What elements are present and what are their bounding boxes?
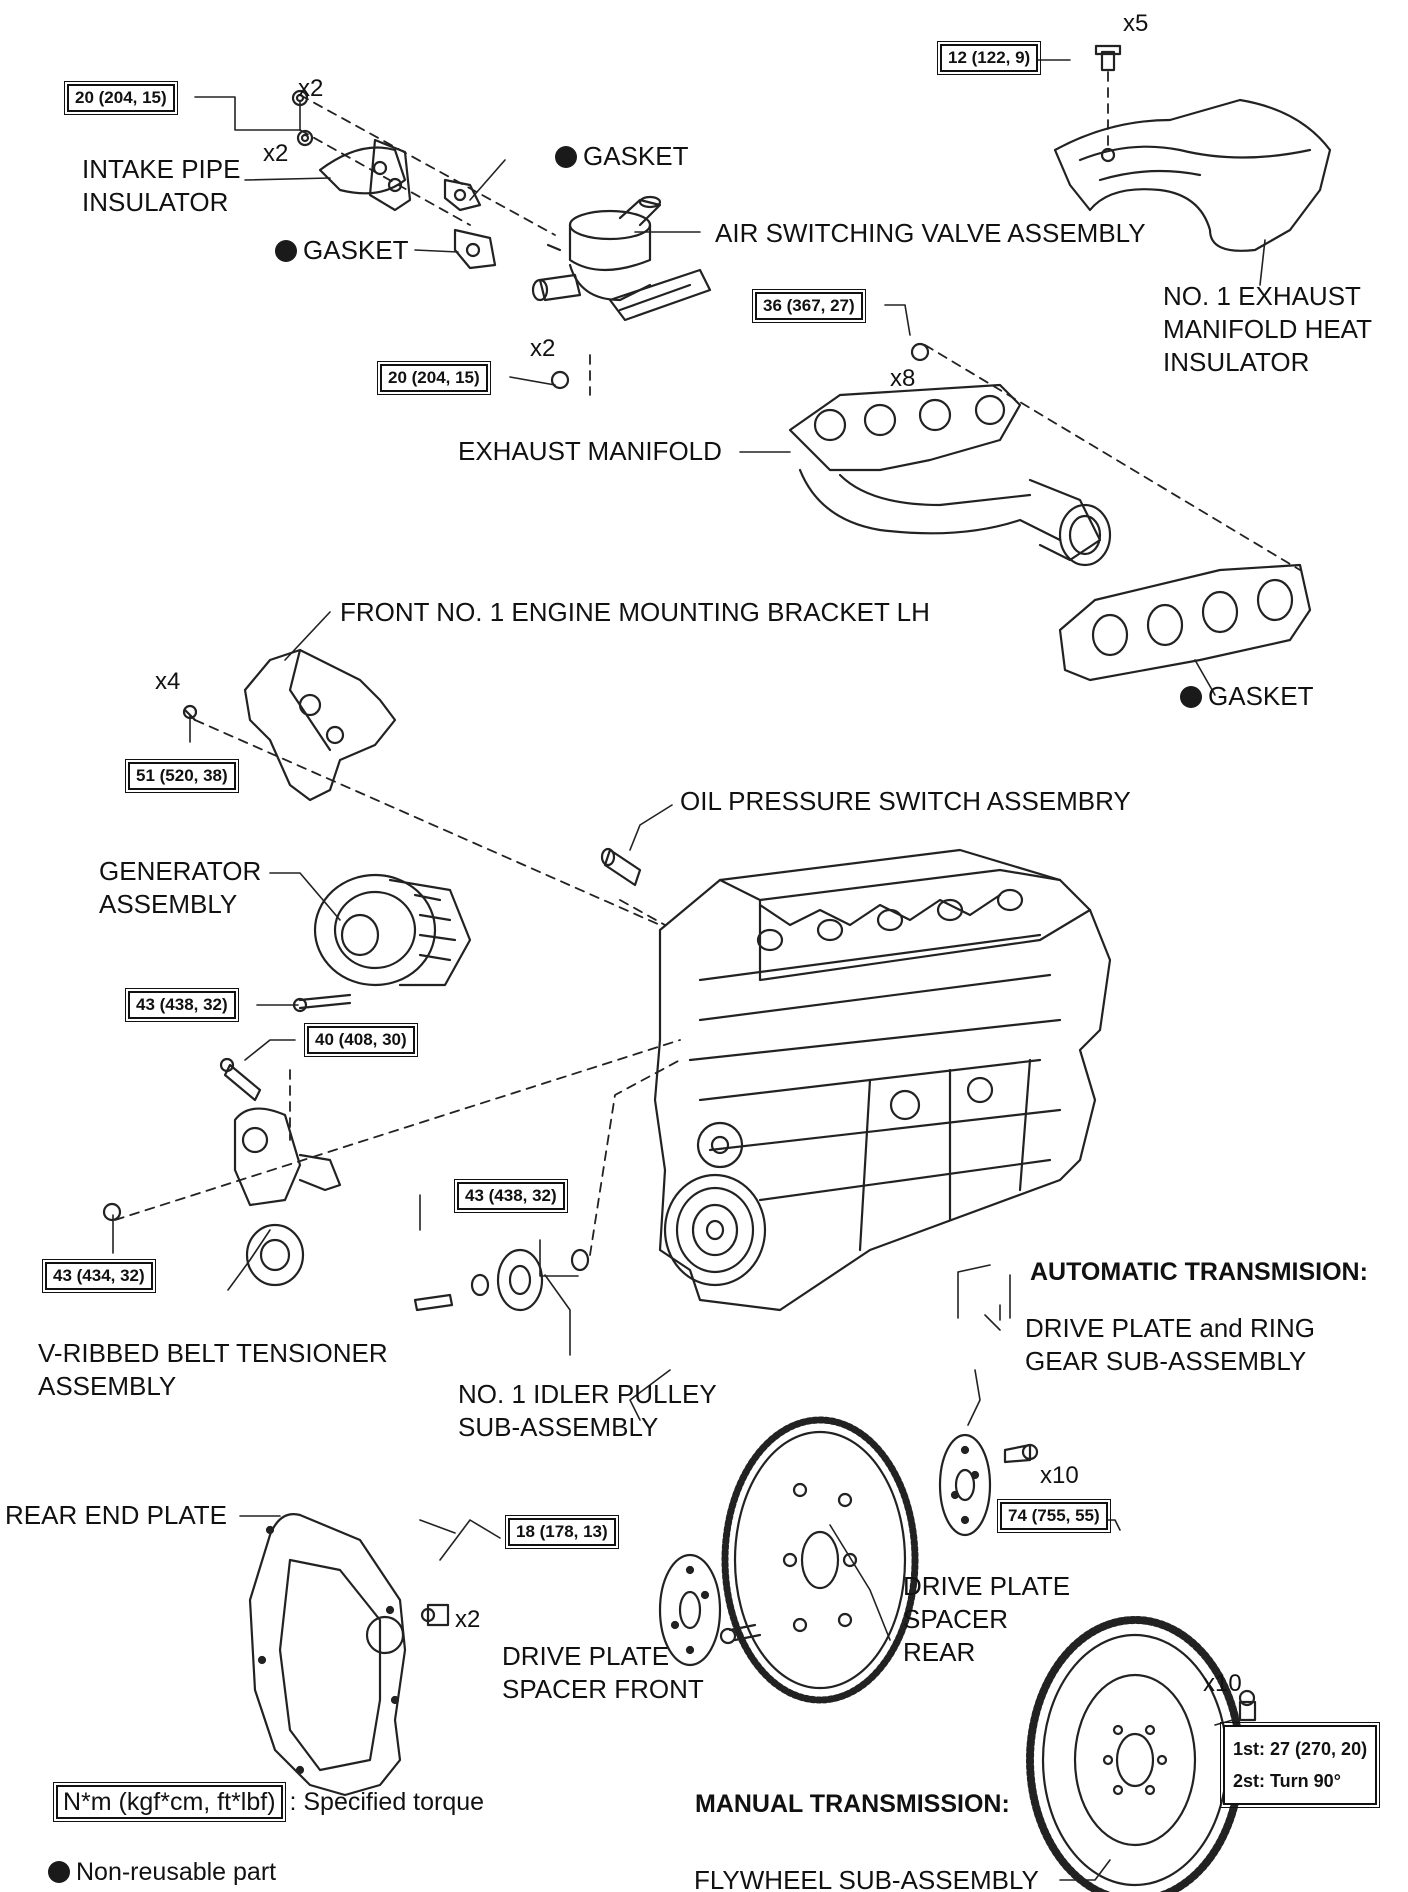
qty-rear-plate: x2	[455, 1606, 481, 1633]
label-drive-plate-spacer-front: DRIVE PLATE SPACER FRONT	[502, 1641, 704, 1704]
flywheel-torque-step2: 2st: Turn 90°	[1233, 1771, 1341, 1791]
qty-flywheel: x10	[1203, 1670, 1242, 1697]
label-gasket-top: GASKET	[555, 140, 688, 173]
qty-drive-plate: x10	[1040, 1462, 1079, 1489]
torque-heat-insulator: 12 (122, 9)	[936, 41, 1042, 75]
qty-heat-insulator: x5	[1123, 10, 1149, 37]
qty-bracket: x4	[155, 668, 181, 695]
legend-specified-torque: N*m (kgf*cm, ft*lbf) : Specified torque	[53, 1782, 485, 1822]
torque-tensioner-nut: 43 (434, 32)	[42, 1259, 156, 1293]
label-intake-pipe-insulator: INTAKE PIPE INSULATOR	[82, 154, 241, 217]
legend-torque-box: N*m (kgf*cm, ft*lbf)	[53, 1782, 286, 1822]
label-oil-pressure-switch: OIL PRESSURE SWITCH ASSEMBRY	[680, 786, 1131, 816]
heat-insulator-drawing	[1053, 44, 1332, 252]
label-front-mounting-bracket: FRONT NO. 1 ENGINE MOUNTING BRACKET LH	[340, 597, 930, 627]
torque-intake-upper: 20 (204, 15)	[64, 81, 178, 115]
manifold-gasket-drawing	[1058, 563, 1312, 682]
qty-intake-lower: x2	[530, 335, 556, 362]
torque-bracket: 51 (520, 38)	[125, 759, 239, 793]
exhaust-manifold-drawing	[788, 342, 1112, 567]
drive-plate-spacer-front-drawing	[658, 1553, 722, 1667]
non-reusable-dot-icon	[48, 1861, 70, 1883]
legend-torque-text: : Specified torque	[289, 1788, 485, 1816]
qty-intake-upper: x2	[298, 75, 324, 102]
label-belt-tensioner: V-RIBBED BELT TENSIONER ASSEMBLY	[38, 1338, 388, 1401]
idler-pulley-drawing	[413, 1248, 590, 1312]
oil-pressure-switch-drawing	[600, 847, 642, 887]
qty-intake-mid: x2	[263, 140, 289, 167]
ring-gear-drawing	[719, 1416, 919, 1704]
qty-manifold: x8	[890, 365, 916, 392]
non-reusable-dot-icon	[555, 146, 577, 168]
legend-non-reusable-text: Non-reusable part	[76, 1858, 277, 1886]
flywheel-torque-step1: 1st: 27 (270, 20)	[1233, 1739, 1368, 1759]
torque-drive-plate: 74 (755, 55)	[997, 1499, 1111, 1533]
belt-tensioner-drawing	[102, 1057, 342, 1287]
air-switching-valve-drawing	[531, 195, 712, 390]
label-drive-plate-ring-gear: DRIVE PLATE and RING GEAR SUB-ASSEMBLY	[1025, 1313, 1315, 1376]
drive-plate-spacer-rear-drawing	[938, 1433, 1039, 1537]
legend-non-reusable: Non-reusable part	[48, 1858, 276, 1887]
engine-block-drawing	[653, 848, 1112, 1312]
gasket-top-text: GASKET	[583, 141, 689, 171]
heading-manual-transmission: MANUAL TRANSMISSION:	[695, 1790, 1010, 1818]
mounting-bracket-drawing	[182, 648, 397, 802]
generator-drawing	[292, 873, 472, 1013]
gasket-manifold-text: GASKET	[1208, 681, 1314, 711]
label-exhaust-manifold: EXHAUST MANIFOLD	[458, 436, 722, 466]
torque-intake-lower: 20 (204, 15)	[377, 361, 491, 395]
heading-automatic-transmission: AUTOMATIC TRANSMISION:	[1030, 1258, 1368, 1286]
label-generator: GENERATOR ASSEMBLY	[99, 856, 262, 919]
torque-idler: 43 (438, 32)	[454, 1179, 568, 1213]
label-air-switching-valve: AIR SWITCHING VALVE ASSEMBLY	[715, 218, 1146, 248]
torque-rear-plate: 18 (178, 13)	[505, 1515, 619, 1549]
label-rear-end-plate: REAR END PLATE	[5, 1500, 228, 1530]
rear-end-plate-drawing	[248, 1513, 450, 1797]
torque-tensioner-bolt: 40 (408, 30)	[304, 1023, 418, 1057]
label-gasket-manifold: GASKET	[1180, 680, 1313, 713]
intake-pipe-insulator-drawing	[291, 89, 497, 270]
label-gasket-left: GASKET	[275, 234, 408, 267]
flywheel-torque-box: 1st: 27 (270, 20) 2st: Turn 90°	[1219, 1722, 1381, 1808]
label-idler-pulley: NO. 1 IDLER PULLEY SUB-ASSEMBLY	[458, 1379, 717, 1442]
assembly-guide-lines	[114, 71, 1301, 1256]
label-no1-exhaust-heat-insulator: NO. 1 EXHAUST MANIFOLD HEAT INSULATOR	[1163, 281, 1372, 377]
label-flywheel: FLYWHEEL SUB-ASSEMBLY	[694, 1865, 1039, 1892]
non-reusable-dot-icon	[275, 240, 297, 262]
torque-manifold-nut: 36 (367, 27)	[752, 289, 866, 323]
label-drive-plate-spacer-rear: DRIVE PLATE SPACER REAR	[903, 1571, 1071, 1667]
gasket-left-text: GASKET	[303, 235, 409, 265]
torque-generator: 43 (438, 32)	[125, 988, 239, 1022]
non-reusable-dot-icon	[1180, 686, 1202, 708]
